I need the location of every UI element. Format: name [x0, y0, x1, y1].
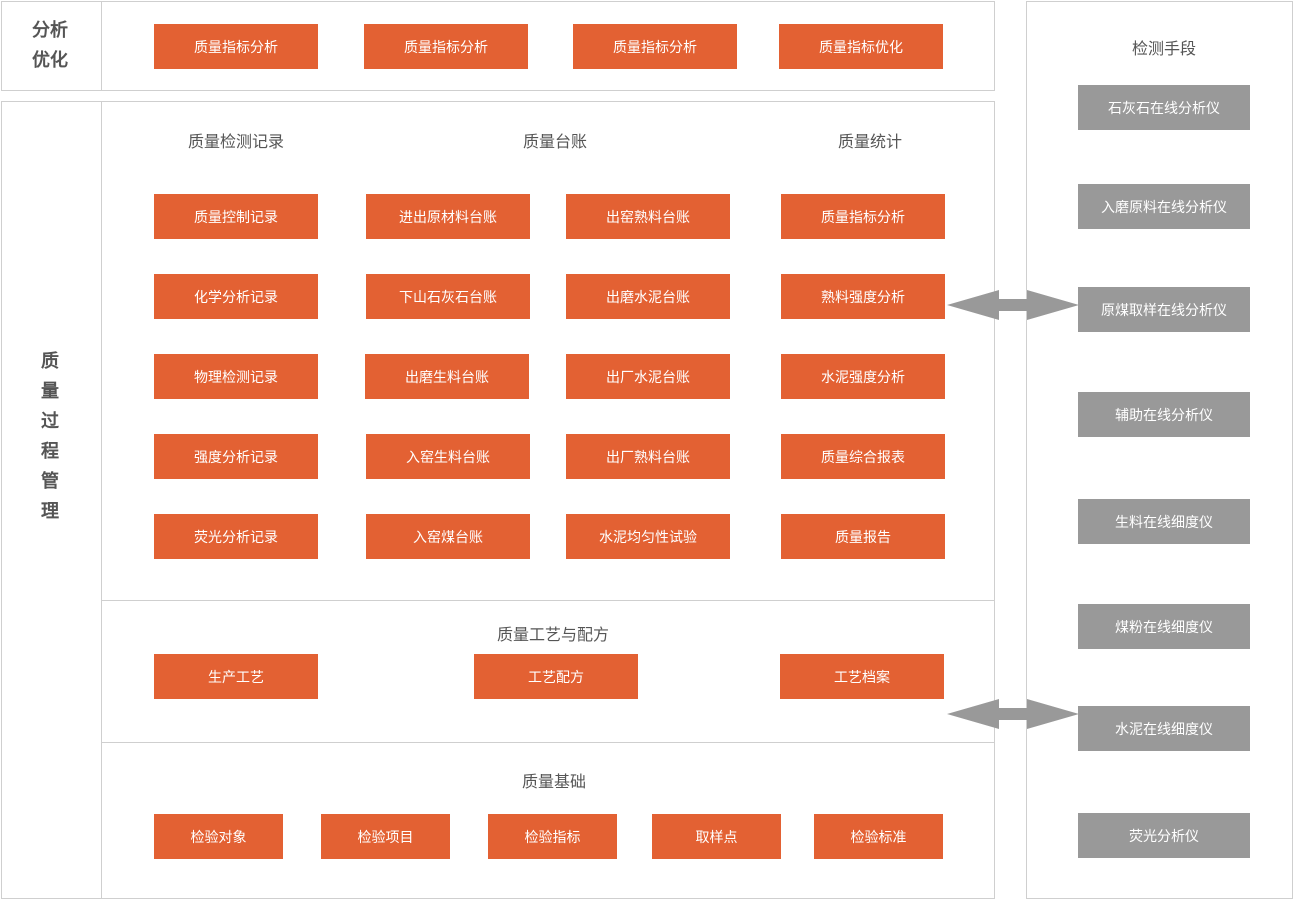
detection-item-2[interactable]: 入磨原料在线分析仪	[1078, 184, 1250, 229]
basics-divider	[101, 742, 995, 743]
analysis-divider	[101, 1, 102, 91]
stats-item-3[interactable]: 水泥强度分析	[781, 354, 945, 399]
craft-item-1[interactable]: 生产工艺	[154, 654, 318, 699]
analysis-label-line2: 优化	[32, 50, 68, 71]
analysis-button-2[interactable]: 质量指标分析	[364, 24, 528, 69]
detection-item-8[interactable]: 荧光分析仪	[1078, 813, 1250, 858]
ledger-left-item-5[interactable]: 入窑煤台账	[366, 514, 530, 559]
analysis-label-line1: 分析	[32, 20, 68, 41]
records-item-3[interactable]: 物理检测记录	[154, 354, 318, 399]
ledger-right-item-2[interactable]: 出磨水泥台账	[566, 274, 730, 319]
craft-title: 质量工艺与配方	[496, 625, 609, 644]
analysis-label: 分析 优化	[20, 16, 80, 76]
stats-item-2[interactable]: 熟料强度分析	[781, 274, 945, 319]
double-arrow-icon-upper	[947, 290, 1079, 320]
process-divider	[101, 101, 102, 899]
process-label: 质量过程管理	[41, 351, 59, 522]
detection-item-6[interactable]: 煤粉在线细度仪	[1078, 604, 1250, 649]
records-item-2[interactable]: 化学分析记录	[154, 274, 318, 319]
stats-title: 质量统计	[837, 132, 902, 151]
detection-item-7[interactable]: 水泥在线细度仪	[1078, 706, 1250, 751]
craft-item-2[interactable]: 工艺配方	[474, 654, 638, 699]
detection-item-3[interactable]: 原煤取样在线分析仪	[1078, 287, 1250, 332]
ledger-left-item-3[interactable]: 出磨生料台账	[365, 354, 529, 399]
ledger-left-item-1[interactable]: 进出原材料台账	[366, 194, 530, 239]
detection-title: 检测手段	[1131, 39, 1196, 58]
ledger-right-item-4[interactable]: 出厂熟料台账	[566, 434, 730, 479]
double-arrow-icon-lower	[947, 699, 1079, 729]
records-item-4[interactable]: 强度分析记录	[154, 434, 318, 479]
ledger-right-item-5[interactable]: 水泥均匀性试验	[566, 514, 730, 559]
detection-item-4[interactable]: 辅助在线分析仪	[1078, 392, 1250, 437]
analysis-button-3[interactable]: 质量指标分析	[573, 24, 737, 69]
ledger-left-item-2[interactable]: 下山石灰石台账	[366, 274, 530, 319]
stats-item-1[interactable]: 质量指标分析	[781, 194, 945, 239]
basics-item-3[interactable]: 检验指标	[488, 814, 617, 859]
records-title: 质量检测记录	[187, 132, 284, 151]
craft-item-3[interactable]: 工艺档案	[780, 654, 944, 699]
records-item-5[interactable]: 荧光分析记录	[154, 514, 318, 559]
records-item-1[interactable]: 质量控制记录	[154, 194, 318, 239]
basics-item-4[interactable]: 取样点	[652, 814, 781, 859]
detection-item-5[interactable]: 生料在线细度仪	[1078, 499, 1250, 544]
basics-item-5[interactable]: 检验标准	[814, 814, 943, 859]
basics-item-1[interactable]: 检验对象	[154, 814, 283, 859]
stats-item-5[interactable]: 质量报告	[781, 514, 945, 559]
stats-item-4[interactable]: 质量综合报表	[781, 434, 945, 479]
ledger-title: 质量台账	[522, 132, 587, 151]
ledger-left-item-4[interactable]: 入窑生料台账	[366, 434, 530, 479]
craft-divider	[101, 600, 995, 601]
basics-item-2[interactable]: 检验项目	[321, 814, 450, 859]
ledger-right-item-1[interactable]: 出窑熟料台账	[566, 194, 730, 239]
ledger-right-item-3[interactable]: 出厂水泥台账	[566, 354, 730, 399]
analysis-button-4[interactable]: 质量指标优化	[779, 24, 943, 69]
analysis-button-1[interactable]: 质量指标分析	[154, 24, 318, 69]
detection-item-1[interactable]: 石灰石在线分析仪	[1078, 85, 1250, 130]
detection-panel	[1026, 1, 1293, 899]
basics-title: 质量基础	[521, 772, 586, 791]
